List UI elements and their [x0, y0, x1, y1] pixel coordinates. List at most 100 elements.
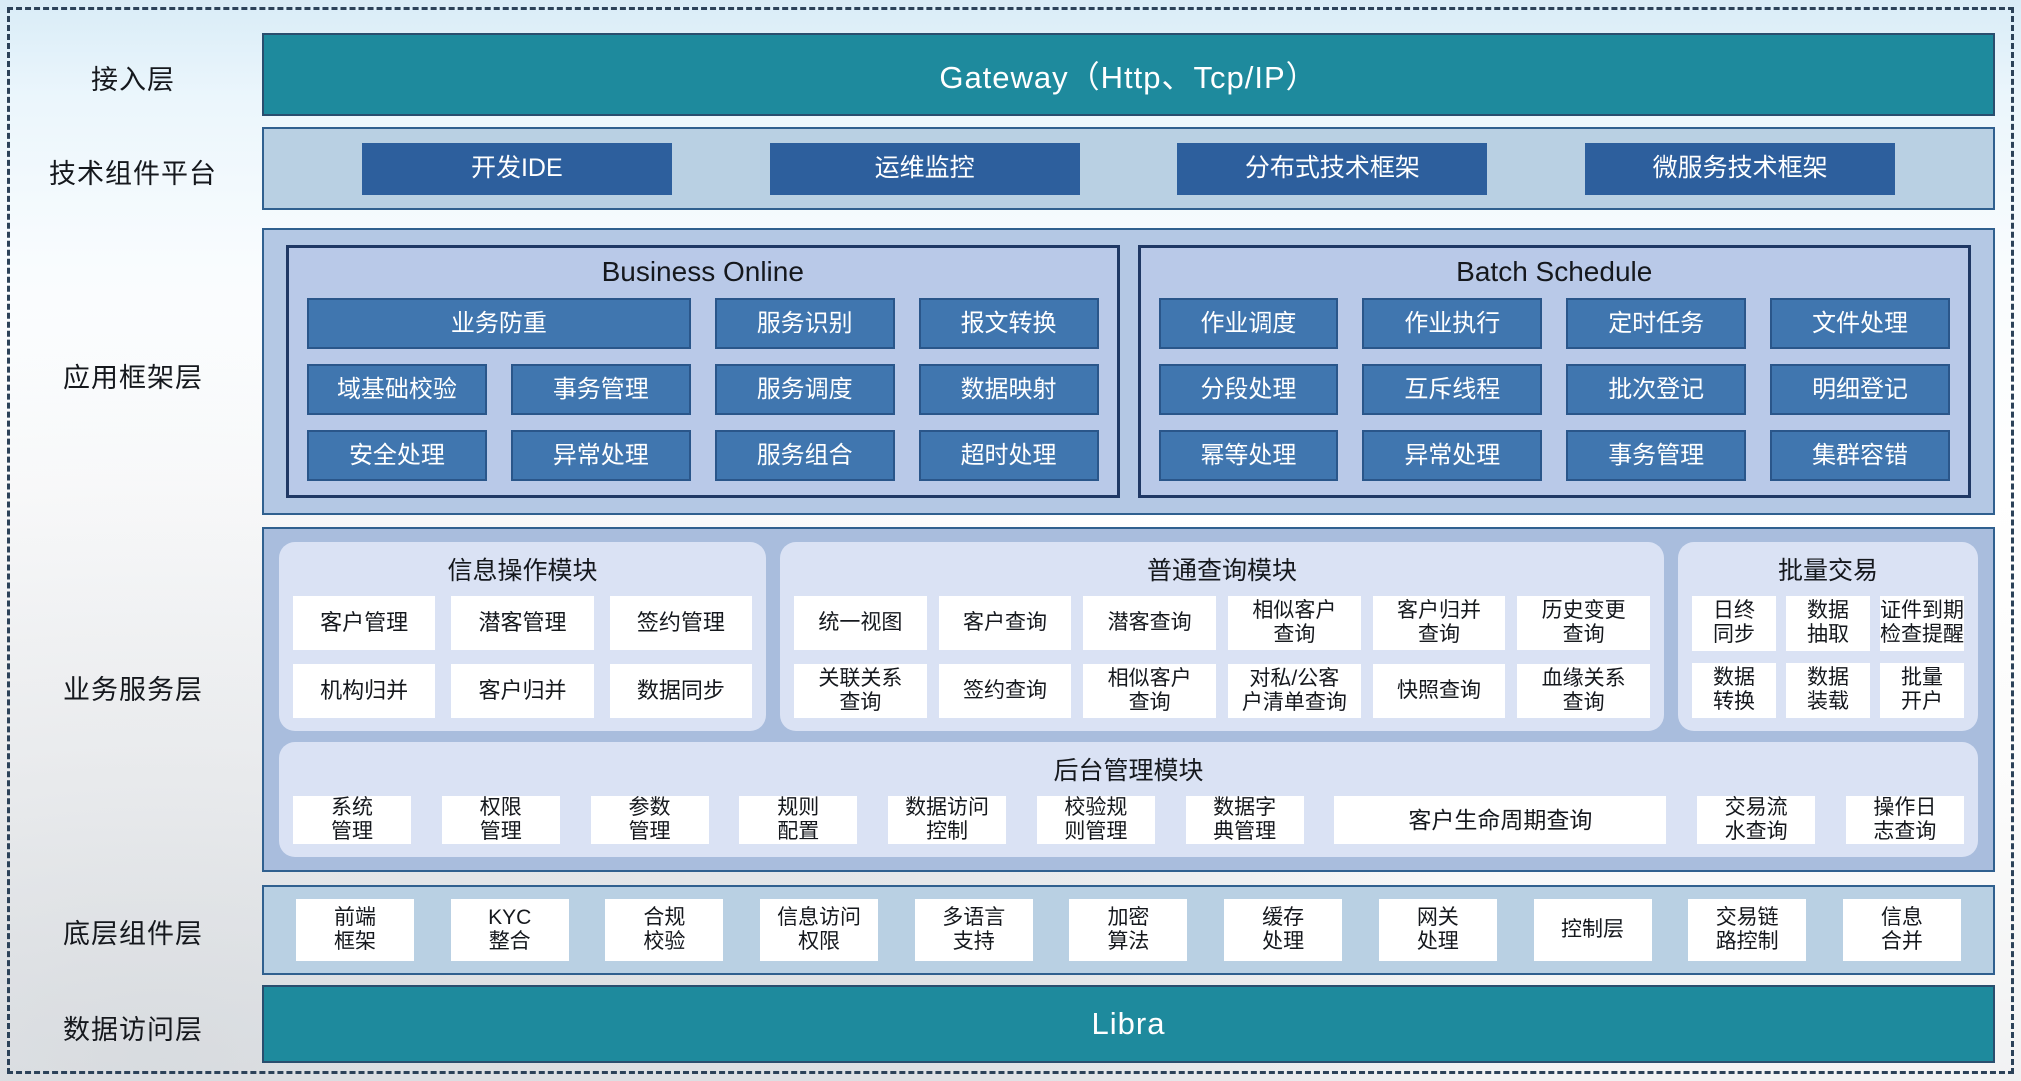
- general-query-button: 客户归并 查询: [1372, 596, 1506, 650]
- batch-trade-button: 证件到期 检查提醒: [1880, 596, 1964, 651]
- batch-trade-button: 日终 同步: [1692, 596, 1776, 651]
- batch-schedule-grid: 作业调度作业执行定时任务文件处理分段处理互斥线程批次登记明细登记幂等处理异常处理…: [1158, 298, 1950, 481]
- layer-label-tech-platform: 技术组件平台: [49, 159, 217, 189]
- batch-schedule-button: 异常处理: [1362, 430, 1543, 481]
- base-component-button: KYC 整合: [450, 899, 569, 961]
- base-component-button: 缓存 处理: [1224, 899, 1343, 961]
- admin-module-button: 数据字 典管理: [1185, 795, 1304, 844]
- admin-module-title: 后台管理模块: [1053, 756, 1204, 785]
- info-operation-button: 潜客管理: [451, 596, 594, 650]
- gateway-bar: Gateway（Http、Tcp/IP）: [262, 33, 1995, 116]
- layer-label-business-service: 业务服务层: [63, 675, 203, 705]
- layer-label-access: 接入层: [91, 65, 175, 95]
- tech-platform-row: 开发IDE 运维监控 分布式技术框架 微服务技术框架: [262, 127, 1995, 210]
- info-operation-panel: 信息操作模块 客户管理潜客管理签约管理机构归并客户归并数据同步: [279, 542, 766, 731]
- general-query-button: 客户查询: [938, 596, 1072, 650]
- business-online-button: 服务组合: [714, 430, 895, 481]
- admin-module-panel: 后台管理模块 系统 管理权限 管理参数 管理规则 配置数据访问 控制校验规 则管…: [279, 741, 1978, 857]
- general-query-button: 潜客查询: [1083, 596, 1216, 650]
- general-query-button: 快照查询: [1372, 663, 1506, 718]
- general-query-title: 普通查询模块: [1146, 557, 1297, 585]
- batch-trade-button: 数据 转换: [1692, 662, 1776, 718]
- batch-schedule-button: 事务管理: [1566, 430, 1747, 481]
- business-online-button: 事务管理: [510, 364, 691, 415]
- batch-schedule-box: Batch Schedule 作业调度作业执行定时任务文件处理分段处理互斥线程批…: [1137, 245, 1971, 498]
- general-query-button: 关联关系 查询: [794, 663, 927, 718]
- batch-trade-button: 数据 装载: [1786, 662, 1870, 718]
- info-operation-grid: 客户管理潜客管理签约管理机构归并客户归并数据同步: [293, 596, 752, 718]
- admin-module-button: 操作日 志查询: [1845, 795, 1964, 844]
- business-service-row: 信息操作模块 客户管理潜客管理签约管理机构归并客户归并数据同步 普通查询模块 统…: [262, 527, 1995, 872]
- general-query-button: 对私/公客 户清单查询: [1228, 663, 1361, 718]
- info-operation-button: 签约管理: [609, 596, 752, 650]
- layer-label-base-component: 底层组件层: [63, 919, 203, 949]
- batch-schedule-button: 幂等处理: [1158, 430, 1339, 481]
- batch-schedule-button: 互斥线程: [1362, 364, 1543, 415]
- admin-module-button: 交易流 水查询: [1697, 795, 1816, 844]
- admin-module-button: 系统 管理: [293, 795, 411, 844]
- batch-schedule-button: 明细登记: [1770, 364, 1950, 415]
- libra-bar: Libra: [262, 985, 1995, 1063]
- info-operation-button: 机构归并: [293, 663, 436, 718]
- business-online-button: 服务调度: [714, 364, 895, 415]
- batch-schedule-button: 定时任务: [1566, 298, 1747, 349]
- business-online-title: Business Online: [601, 256, 804, 287]
- business-online-button: 业务防重: [307, 298, 691, 349]
- general-query-panel: 普通查询模块 统一视图客户查询潜客查询相似客户 查询客户归并 查询历史变更 查询…: [780, 542, 1664, 731]
- batch-schedule-button: 批次登记: [1566, 364, 1747, 415]
- admin-module-button: 校验规 则管理: [1036, 795, 1155, 844]
- info-operation-button: 客户管理: [293, 596, 436, 650]
- business-online-button: 数据映射: [918, 364, 1099, 415]
- batch-schedule-button: 文件处理: [1770, 298, 1950, 349]
- batch-schedule-button: 集群容错: [1770, 430, 1950, 481]
- batch-trade-title: 批量交易: [1777, 557, 1878, 585]
- business-online-button: 服务识别: [714, 298, 895, 349]
- batch-trade-panel: 批量交易 日终 同步数据 抽取证件到期 检查提醒数据 转换数据 装载批量 开户: [1678, 542, 1978, 731]
- batch-trade-button: 数据 抽取: [1786, 596, 1870, 651]
- app-framework-row: Business Online 业务防重服务识别报文转换域基础校验事务管理服务调…: [262, 228, 1995, 515]
- business-online-button: 安全处理: [307, 430, 487, 481]
- info-operation-button: 数据同步: [609, 663, 752, 718]
- business-online-button: 报文转换: [918, 298, 1099, 349]
- admin-module-row: 系统 管理权限 管理参数 管理规则 配置数据访问 控制校验规 则管理数据字 典管…: [293, 795, 1964, 844]
- batch-trade-button: 批量 开户: [1880, 662, 1964, 718]
- base-component-button: 加密 算法: [1069, 899, 1188, 961]
- business-online-button: 异常处理: [510, 430, 691, 481]
- business-online-button: 域基础校验: [307, 364, 487, 415]
- info-operation-button: 客户归并: [451, 663, 594, 718]
- admin-module-button: 规则 配置: [739, 795, 858, 844]
- tech-platform-button: 微服务技术框架: [1585, 142, 1896, 195]
- general-query-button: 血缘关系 查询: [1517, 663, 1650, 718]
- general-query-button: 签约查询: [938, 663, 1072, 718]
- admin-module-button: 客户生命周期查询: [1334, 795, 1667, 844]
- admin-module-button: 权限 管理: [441, 795, 560, 844]
- batch-schedule-title: Batch Schedule: [1456, 256, 1653, 287]
- base-component-button: 多语言 支持: [914, 899, 1033, 961]
- base-component-button: 合规 校验: [605, 899, 724, 961]
- base-component-button: 信息访问 权限: [760, 899, 879, 961]
- tech-platform-button: 分布式技术框架: [1177, 142, 1488, 195]
- layer-label-data-access: 数据访问层: [63, 1015, 203, 1045]
- general-query-grid: 统一视图客户查询潜客查询相似客户 查询客户归并 查询历史变更 查询关联关系 查询…: [794, 596, 1650, 718]
- base-component-button: 控制层: [1533, 899, 1652, 961]
- batch-schedule-button: 分段处理: [1158, 364, 1339, 415]
- admin-module-button: 参数 管理: [590, 795, 709, 844]
- admin-module-button: 数据访问 控制: [888, 795, 1007, 844]
- general-query-button: 统一视图: [794, 596, 927, 650]
- base-component-button: 前端 框架: [296, 899, 414, 961]
- base-component-button: 交易链 路控制: [1688, 899, 1807, 961]
- base-component-button: 信息 合并: [1842, 899, 1961, 961]
- tech-platform-button: 运维监控: [769, 142, 1080, 195]
- general-query-button: 相似客户 查询: [1228, 596, 1361, 650]
- batch-trade-grid: 日终 同步数据 抽取证件到期 检查提醒数据 转换数据 装载批量 开户: [1692, 596, 1964, 718]
- general-query-button: 历史变更 查询: [1517, 596, 1650, 650]
- tech-platform-button: 开发IDE: [361, 142, 672, 195]
- service-top-panels: 信息操作模块 客户管理潜客管理签约管理机构归并客户归并数据同步 普通查询模块 统…: [279, 542, 1978, 731]
- general-query-button: 相似客户 查询: [1083, 663, 1216, 718]
- business-online-box: Business Online 业务防重服务识别报文转换域基础校验事务管理服务调…: [286, 245, 1120, 498]
- business-online-grid: 业务防重服务识别报文转换域基础校验事务管理服务调度数据映射安全处理异常处理服务组…: [307, 298, 1099, 481]
- info-operation-title: 信息操作模块: [447, 557, 598, 585]
- batch-schedule-button: 作业执行: [1362, 298, 1543, 349]
